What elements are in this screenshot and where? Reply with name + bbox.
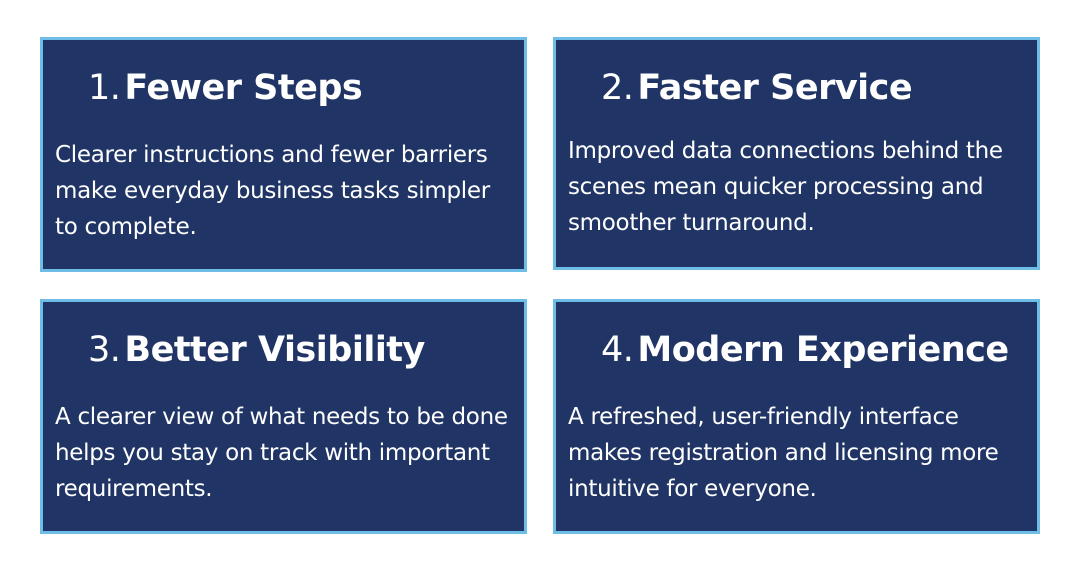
card-description: A refreshed, user-friendly interface mak… <box>568 404 999 502</box>
card-heading: 4.Modern Experience <box>601 328 1009 372</box>
card-heading: 2.Faster Service <box>601 66 913 110</box>
card-title: Fewer Steps <box>124 68 363 108</box>
card-description: A clearer view of what needs to be done … <box>55 404 508 502</box>
card-heading: 3.Better Visibility <box>88 328 425 372</box>
card-heading: 1.Fewer Steps <box>88 66 363 110</box>
card-number: 3. <box>88 330 121 370</box>
card-number: 4. <box>601 330 634 370</box>
benefit-card-better-visibility: 3.Better Visibility A clearer view of wh… <box>40 299 527 534</box>
card-title: Faster Service <box>637 68 913 108</box>
card-number: 2. <box>601 68 634 108</box>
card-number: 1. <box>88 68 121 108</box>
benefit-card-modern-experience: 4.Modern Experience A refreshed, user-fr… <box>553 299 1040 534</box>
card-title: Modern Experience <box>637 330 1009 370</box>
card-description: Improved data connections behind the sce… <box>568 138 1003 236</box>
card-description: Clearer instructions and fewer barriers … <box>55 142 490 240</box>
benefit-card-fewer-steps: 1.Fewer Steps Clearer instructions and f… <box>40 37 527 272</box>
card-title: Better Visibility <box>124 330 425 370</box>
benefit-card-faster-service: 2.Faster Service Improved data connectio… <box>553 37 1040 270</box>
